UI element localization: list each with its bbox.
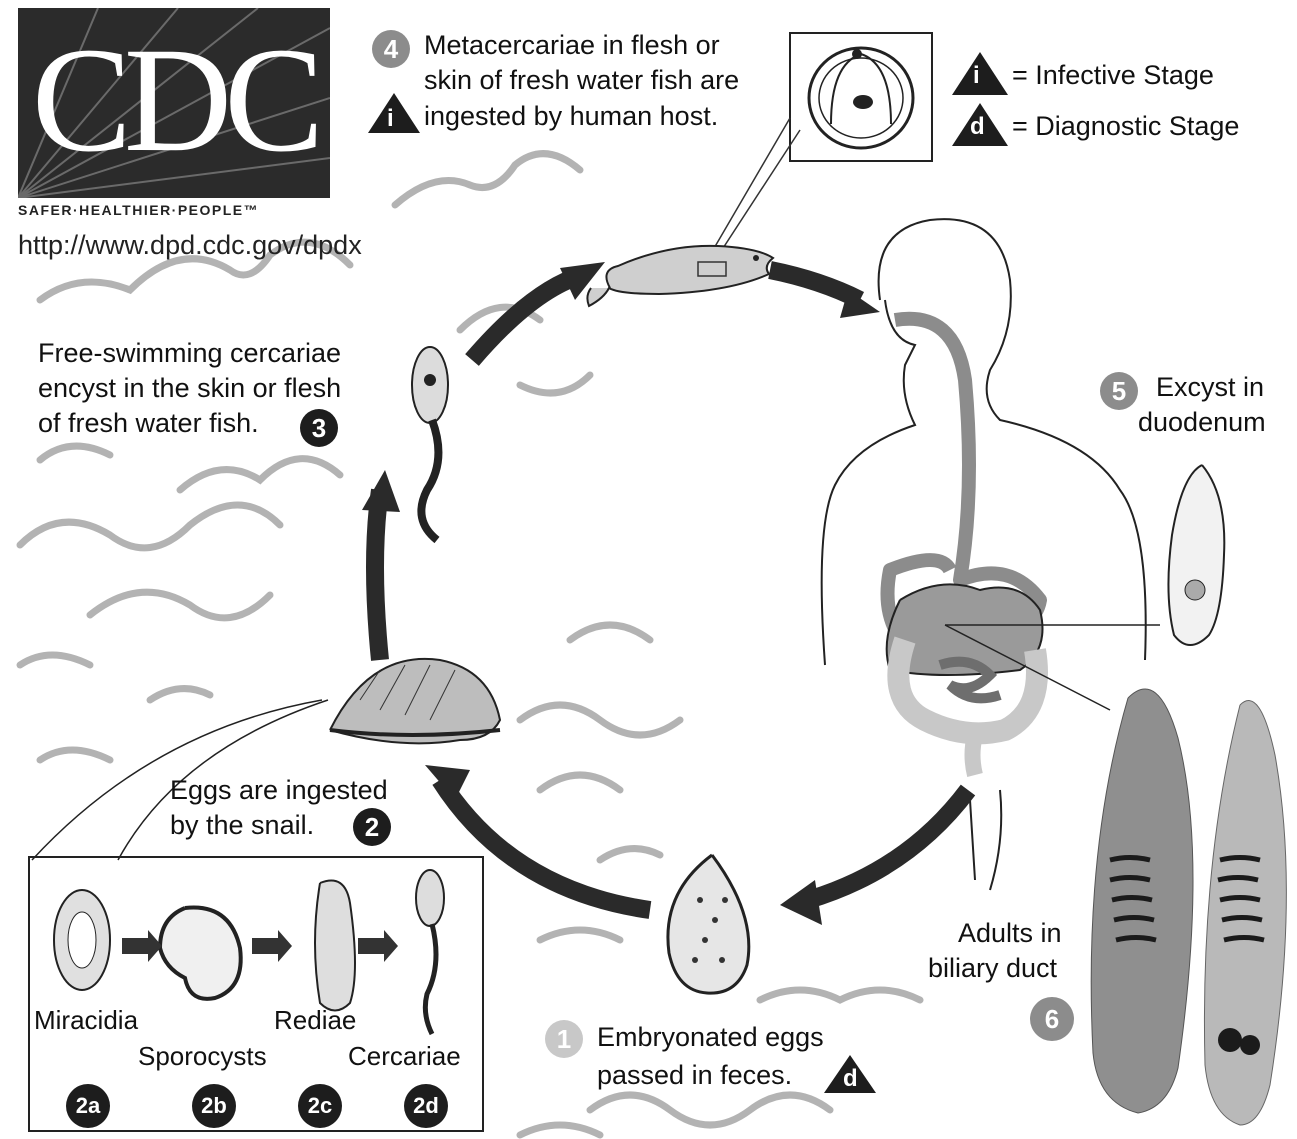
stage-2-badge: 2: [353, 808, 391, 846]
stage-5-line1: Excyst in: [1156, 370, 1264, 405]
arrow-2-to-3: [375, 490, 380, 660]
snail-stages-box: Miracidia Sporocysts Rediae Cercariae 2a…: [28, 856, 484, 1132]
substage-2b-badge: 2b: [192, 1084, 236, 1128]
stage-1-line1: Embryonated eggs: [597, 1020, 824, 1055]
cercaria-small-shape: [416, 870, 444, 926]
arrow-6-to-1: [808, 790, 968, 900]
substage-2c-label: Rediae: [274, 1004, 356, 1036]
substage-2a-badge: 2a: [66, 1084, 110, 1128]
substage-2a-label: Miracidia: [34, 1004, 138, 1036]
arrow-3-to-4: [472, 275, 582, 360]
substage-2b-label: Sporocysts: [138, 1040, 267, 1072]
stage-3-line2: encyst in the skin or flesh: [38, 371, 341, 406]
stage-1-marker: d: [843, 1065, 858, 1093]
stage-2-line2: by the snail.: [170, 808, 314, 843]
stage-1-badge: 1: [545, 1020, 583, 1058]
substage-2d-label: Cercariae: [348, 1040, 461, 1072]
stage-3-line3: of fresh water fish.: [38, 406, 259, 441]
stage-6-line1: Adults in: [958, 916, 1062, 951]
stage-6-line2: biliary duct: [928, 951, 1057, 986]
stage-3-badge: 3: [300, 409, 338, 447]
stage-5-line2: duodenum: [1138, 405, 1266, 440]
sporocyst-shape: [160, 908, 241, 999]
substage-2c-badge: 2c: [298, 1084, 342, 1128]
stage-3-line1: Free-swimming cercariae: [38, 336, 341, 371]
stage-2-line1: Eggs are ingested: [170, 773, 388, 808]
redia-shape: [315, 881, 355, 1011]
stage-1-line2: passed in feces.: [597, 1058, 792, 1093]
stage-5-badge: 5: [1100, 372, 1138, 410]
stage-6-badge: 6: [1030, 997, 1074, 1041]
substage-2d-badge: 2d: [404, 1084, 448, 1128]
